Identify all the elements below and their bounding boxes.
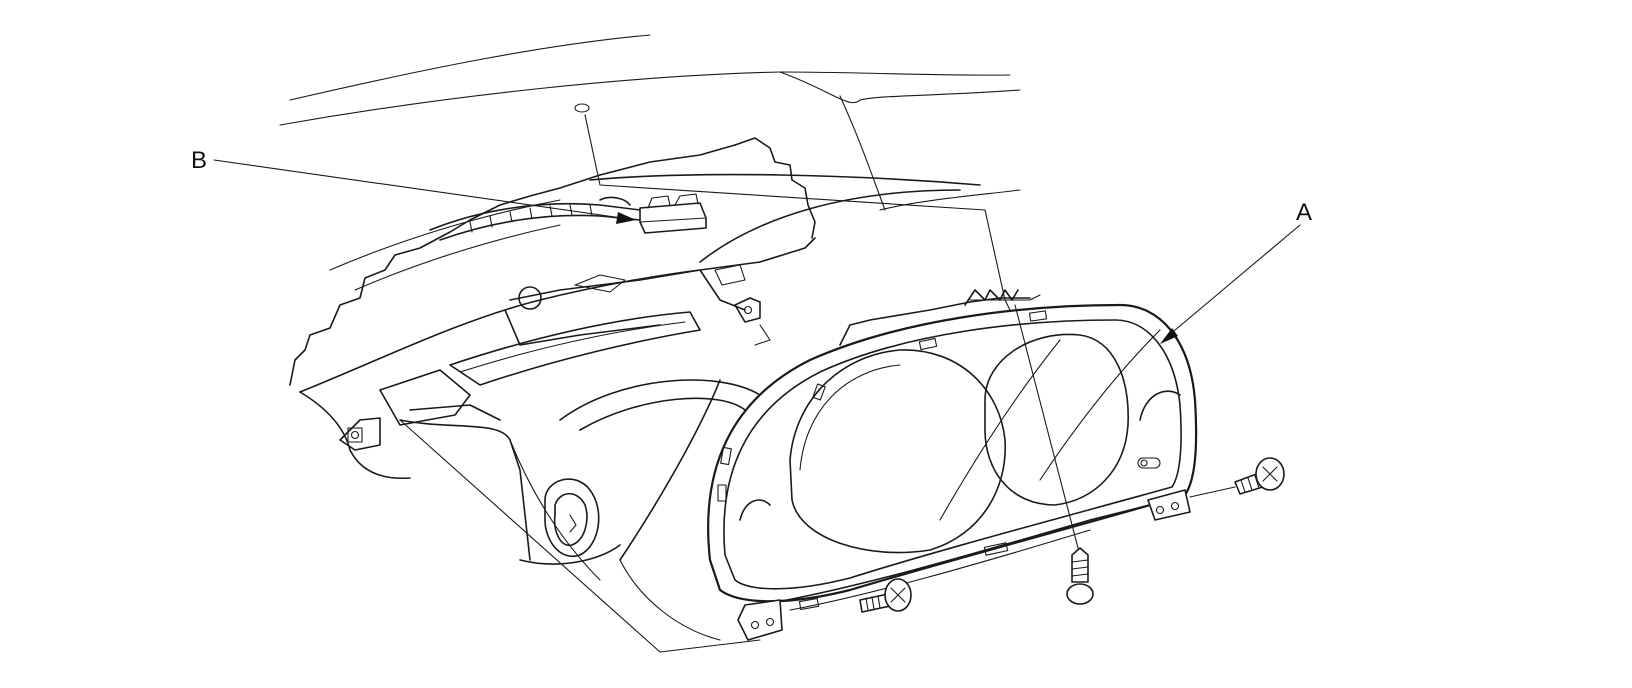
connector-icon [639,193,707,234]
steering-column-icon [519,478,621,565]
screw-icon [859,578,912,613]
callout-b: B [191,147,636,224]
wiring-harness [429,196,641,241]
dashboard-outline [279,34,1021,641]
callout-a: A [1160,199,1312,344]
screw-icon [1234,457,1285,495]
gauge-cluster-icon [707,289,1198,641]
callout-a-label: A [1296,199,1312,226]
alignment-lines [399,103,1236,653]
screw-icon [1066,547,1094,605]
callout-b-label: B [191,147,207,174]
